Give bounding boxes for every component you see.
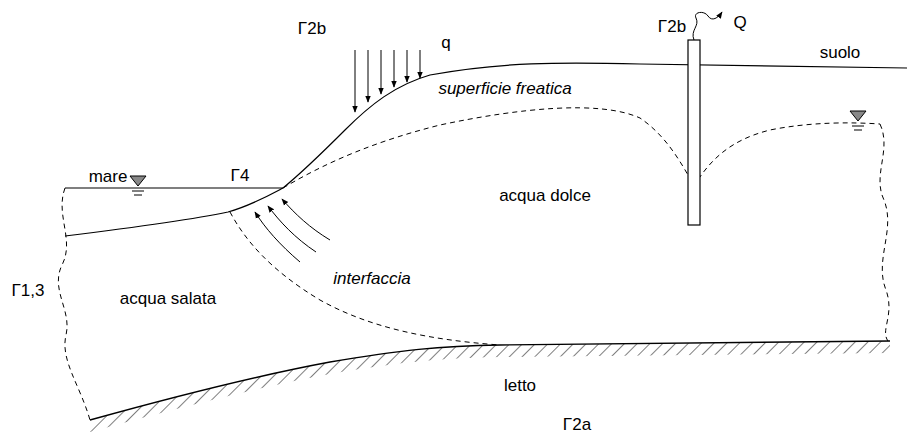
discharge-label: Q: [733, 14, 746, 31]
boundary-label: Γ2b: [298, 20, 326, 37]
surface-label: superficie freatica: [438, 80, 571, 97]
recharge-arrows: [355, 50, 420, 112]
pumping-arrow: [693, 12, 722, 40]
region-label: mare: [89, 168, 128, 185]
ground-surface: [283, 63, 907, 188]
pumping-well: [688, 40, 700, 225]
region-label: acqua dolce: [499, 187, 591, 204]
right-boundary: [880, 124, 889, 341]
boundary-label: Γ2b: [658, 18, 686, 35]
sea-level: [65, 187, 283, 188]
boundary-label: Γ1,3: [12, 282, 45, 299]
sea-bottom: [65, 188, 283, 236]
salt-fresh-interface: [230, 212, 500, 345]
surface-label: interfaccia: [333, 270, 410, 287]
water-level-symbol: [850, 111, 866, 130]
region-label: letto: [504, 377, 536, 394]
region-label: acqua salata: [120, 290, 216, 307]
left-boundary: [58, 188, 90, 420]
region-label: suolo: [820, 44, 861, 61]
water-table: [283, 108, 880, 188]
boundary-label: Γ2a: [563, 416, 591, 433]
bed-hatching: [80, 335, 900, 435]
discharge-arrows: [255, 199, 330, 262]
water-level-symbol: [130, 176, 146, 195]
flux-label: q: [441, 34, 450, 51]
boundary-label: Γ4: [231, 167, 250, 184]
